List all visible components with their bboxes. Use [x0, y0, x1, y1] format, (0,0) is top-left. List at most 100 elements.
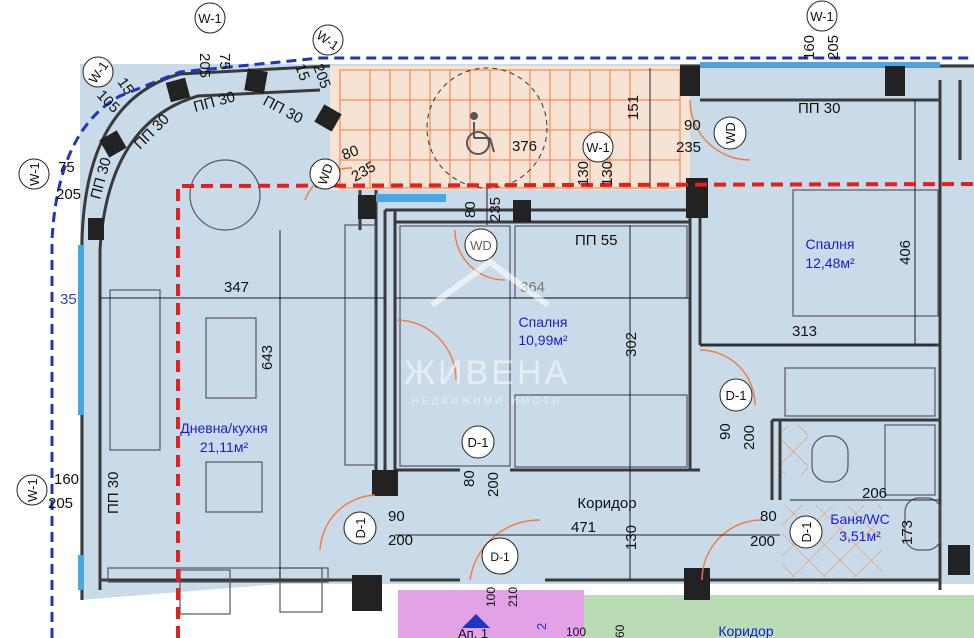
dim-label: 347	[224, 279, 249, 296]
door-tag: D-1	[468, 435, 489, 450]
dim-label: 75	[58, 159, 75, 176]
dim-label: 100	[566, 625, 586, 638]
dim-label: 205	[48, 495, 73, 512]
dim-label: 35	[60, 291, 77, 308]
room-name-corridor: Коридор	[577, 495, 636, 512]
dim-label: 302	[623, 332, 640, 357]
stair-hatch	[339, 67, 681, 189]
toilet	[811, 435, 849, 483]
arrow-up-icon	[462, 614, 490, 628]
stove	[279, 567, 323, 613]
door-swings	[304, 99, 763, 581]
door-tag: D-1	[353, 518, 368, 539]
stair-number: 2	[534, 623, 549, 630]
shower-tile-hatch	[782, 425, 808, 475]
dim-label: 15	[291, 62, 313, 83]
dim-label: 130	[599, 161, 616, 186]
dim-label: 75	[216, 53, 233, 70]
logo-roof-icon	[430, 258, 550, 308]
dim-label: 200	[741, 425, 758, 450]
dim-label: 200	[485, 472, 502, 497]
dim-label: 376	[512, 138, 537, 155]
fire-door-tag: D-1	[490, 550, 510, 564]
door-tag-circles	[309, 116, 823, 575]
washbasin	[904, 497, 942, 551]
watermark: ЖИВЕНА НЕДВИЖИМИ ИМОТИ	[404, 258, 570, 407]
wheelchair-icon	[466, 112, 495, 155]
building-outline	[50, 56, 974, 638]
wardrobe-2	[399, 225, 511, 467]
wd-tag: WD	[470, 238, 492, 253]
kitchen-counter	[107, 567, 329, 583]
dim-label: 60	[613, 624, 627, 638]
dim-label: 205	[56, 186, 81, 203]
dim-label: 90	[684, 117, 701, 134]
closet	[784, 367, 936, 417]
dim-label: 206	[862, 485, 887, 502]
window-tag: W-1	[25, 478, 40, 502]
window-tag: W-1	[810, 9, 834, 24]
window-tag: W-1	[27, 162, 42, 186]
stair-label-group: Ап. 1 2	[458, 614, 549, 638]
partition-label: ПП 30	[105, 472, 122, 514]
double-bed	[792, 189, 939, 317]
dim-label: 160	[54, 471, 79, 488]
room-name-bedroom-1: Спалня	[519, 314, 568, 330]
dim-label: 235	[487, 197, 504, 222]
apartment-number: Ап. 1	[458, 626, 488, 638]
room-name-bedroom-2: Спалня	[806, 236, 855, 252]
dim-label: 100	[484, 587, 498, 607]
wardrobe	[344, 224, 376, 466]
room-name-common-corridor: Коридор	[718, 623, 774, 638]
dim-label: 80	[340, 142, 361, 164]
dim-label: 80	[462, 201, 479, 218]
room-name-bath: Баня/WC	[830, 511, 890, 527]
wd-tag: WD	[723, 122, 738, 144]
dim-label: 643	[259, 345, 276, 370]
dining-table	[189, 159, 261, 231]
dim-label: 471	[571, 519, 596, 536]
window-tag-circles	[16, 0, 838, 506]
room-area-bedroom-1: 10,99м²	[518, 332, 568, 348]
window-tag: W-1	[198, 11, 222, 26]
dim-label: 210	[506, 587, 520, 607]
dim-label: 173	[899, 520, 916, 545]
dim-label: 313	[792, 323, 817, 340]
dim-label: 130	[575, 161, 592, 186]
dim-label: 200	[750, 533, 775, 550]
dim-label: 80	[461, 470, 478, 487]
sofa	[109, 289, 161, 451]
door-tag: D-1	[799, 522, 814, 543]
common-corridor-area	[584, 595, 974, 638]
partition-label: ПП 30	[798, 100, 840, 117]
watermark-title: ЖИВЕНА	[404, 354, 570, 392]
dim-label: 15	[114, 75, 137, 98]
wd-tag: WD	[315, 161, 337, 186]
dim-label: 80	[760, 508, 777, 525]
lobby-area	[398, 590, 584, 638]
window-blocks	[88, 66, 970, 611]
bed-foot-1	[514, 394, 688, 468]
dim-label: 90	[717, 423, 734, 440]
coffee-table	[205, 317, 257, 399]
dim-label: 151	[625, 95, 642, 120]
room-area-bedroom-2: 12,48м²	[805, 255, 855, 271]
bathtub	[884, 424, 936, 496]
room-name-living: Дневна/кухня	[180, 420, 267, 436]
dim-label: 160	[801, 35, 818, 60]
dim-label: 205	[825, 35, 842, 60]
dim-label: 130	[623, 525, 640, 550]
furniture	[107, 159, 942, 615]
room-area-bath: 3,51м²	[839, 528, 881, 544]
dim-label: 90	[388, 508, 405, 525]
dim-label: 235	[676, 139, 701, 156]
dim-label: 406	[897, 240, 914, 265]
dim-label: 200	[388, 532, 413, 549]
armchair	[205, 461, 263, 513]
partition-label: ПП 55	[575, 232, 617, 249]
door-tag: D-1	[726, 388, 747, 403]
dim-label: 205	[196, 53, 213, 78]
room-area-living: 21,11м²	[200, 439, 249, 455]
insulation	[78, 62, 940, 590]
